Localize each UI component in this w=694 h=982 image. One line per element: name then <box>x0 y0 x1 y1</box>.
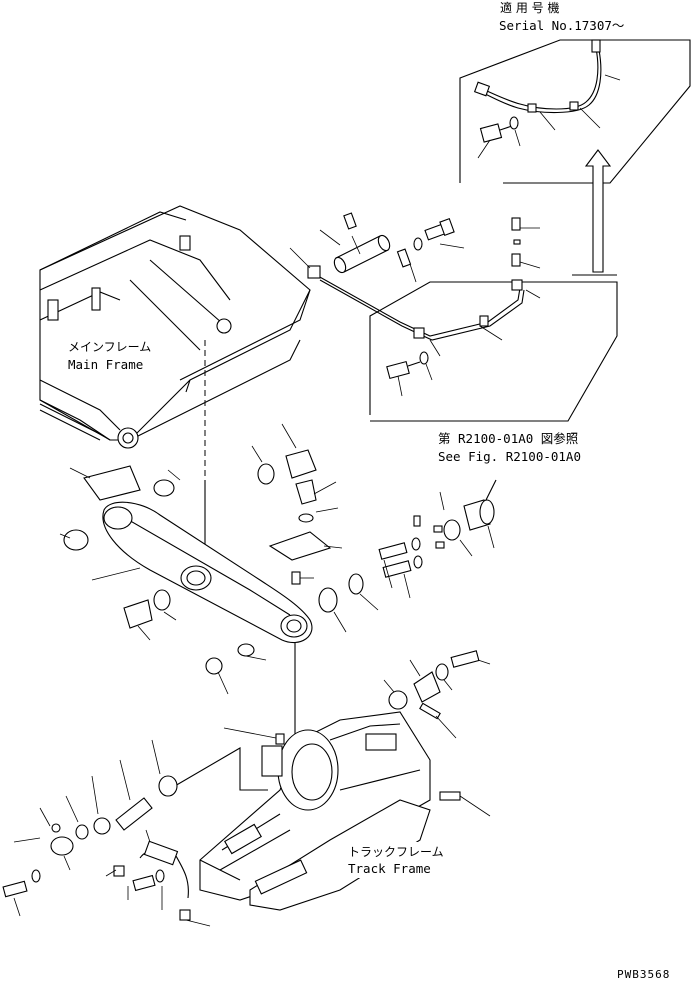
serial-number-label: Serial No.17307～ <box>499 18 624 33</box>
bolt-lower-2 <box>132 874 156 892</box>
hose-fitting-top <box>591 39 601 53</box>
grease-fitting-bar <box>291 571 301 585</box>
serial-callout-frame <box>459 39 691 184</box>
pin-small <box>419 702 441 720</box>
grease-line-group <box>289 212 618 422</box>
callout-bolt <box>479 123 503 143</box>
pin-assembly-right <box>378 479 497 599</box>
cover-plate <box>83 465 141 501</box>
serial-callout: 適 用 号 機 Serial No.17307～ <box>459 0 691 184</box>
washer-right <box>298 513 314 523</box>
hose-assembly-outline <box>480 49 602 114</box>
washer-top <box>413 237 423 251</box>
seal-left <box>153 589 171 611</box>
grease-fitting <box>307 265 321 279</box>
pipe-joint <box>511 279 523 291</box>
grease-nipple-1 <box>511 217 521 231</box>
seal-center <box>348 573 364 595</box>
hose-fitting-left <box>473 81 491 97</box>
pipe-clamp <box>413 327 425 339</box>
grease-line-frame <box>369 281 618 422</box>
reference-label-jp: 第 R2100-01A0 図参照 <box>438 431 578 446</box>
main-frame-label-en: Main Frame <box>68 357 143 372</box>
bolt-right <box>295 479 317 505</box>
hose-assembly <box>479 47 599 110</box>
bar-right-parts <box>205 423 379 695</box>
bar-end-hole <box>103 506 133 530</box>
cover-lower <box>50 836 74 856</box>
track-frame-label-jp: トラックフレーム <box>348 845 444 859</box>
grease-nipple-track <box>275 733 285 745</box>
main-frame-label-jp: メインフレーム <box>68 340 151 354</box>
bushing-center <box>318 587 338 613</box>
collar <box>443 519 461 541</box>
nut <box>388 690 408 710</box>
track-frame-parts <box>223 650 491 817</box>
fitting <box>439 791 461 801</box>
bolt-c <box>450 650 480 668</box>
drawing-code: PWB3568 <box>617 968 670 981</box>
thrust-washer <box>205 657 223 675</box>
cap <box>153 479 175 497</box>
pipe-clamp-2 <box>479 315 489 327</box>
snap-ring <box>257 463 275 485</box>
up-arrow-icon <box>584 149 612 273</box>
seal-lower <box>158 775 178 797</box>
plate <box>413 671 441 703</box>
ring-lower <box>75 824 89 840</box>
hose-clamp-2 <box>527 103 537 113</box>
washer-bottom <box>419 351 429 365</box>
serial-callout-title: 適 用 号 機 <box>500 0 559 15</box>
track-frame-label-en: Track Frame <box>348 861 431 876</box>
reference-label-en: See Fig. R2100-01A0 <box>438 449 581 464</box>
main-frame <box>39 205 311 449</box>
lower-pin-stack <box>2 739 268 927</box>
lock-plate <box>343 212 357 230</box>
hose-clamp-1 <box>569 101 579 111</box>
bolt-lower <box>2 880 28 898</box>
bar-left-parts <box>59 465 181 641</box>
grease-nipple-2 <box>511 253 521 267</box>
equalizer-bar <box>102 501 313 644</box>
callout-washer <box>509 116 519 130</box>
bolt-a <box>378 542 408 560</box>
cover-right <box>268 531 332 561</box>
pin-lower <box>115 797 153 831</box>
bushing-right <box>285 449 317 479</box>
ring <box>237 643 255 657</box>
bolt-bottom <box>386 360 410 380</box>
bolt-b <box>382 560 412 578</box>
side-cover <box>63 529 89 551</box>
lock-plate-2 <box>396 248 412 268</box>
bushing-left <box>123 599 153 629</box>
collar-lower <box>93 817 111 835</box>
grease-pipe <box>317 275 521 337</box>
track-frame <box>199 711 431 911</box>
